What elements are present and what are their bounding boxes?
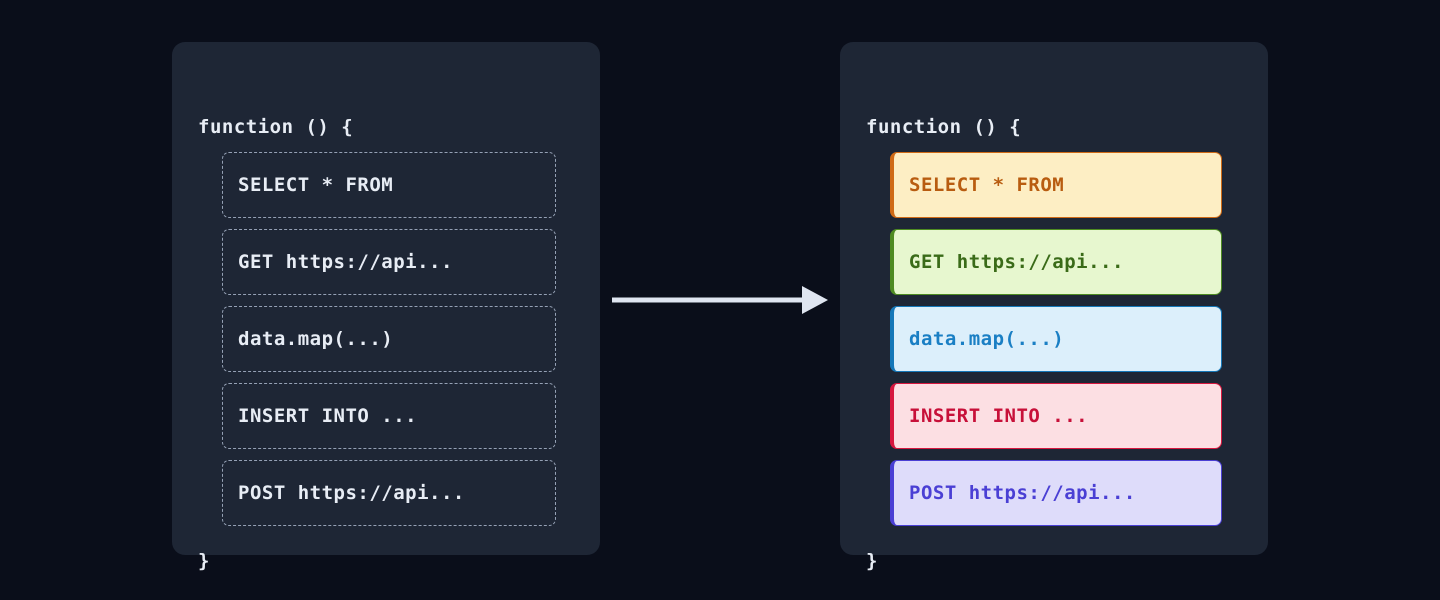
after-panel: function () { SELECT * FROM GET https://… xyxy=(840,42,1268,572)
before-statement-row[interactable]: POST https://api... xyxy=(222,460,556,526)
after-statement-text: SELECT * FROM xyxy=(909,174,1065,196)
after-statement-row[interactable]: POST https://api... xyxy=(890,460,1222,526)
before-statement-list: SELECT * FROM GET https://api... data.ma… xyxy=(222,152,556,537)
after-statement-text: data.map(...) xyxy=(909,328,1065,350)
before-statement-row[interactable]: INSERT INTO ... xyxy=(222,383,556,449)
before-statement-row[interactable]: data.map(...) xyxy=(222,306,556,372)
after-statement-row[interactable]: GET https://api... xyxy=(890,229,1222,295)
before-statement-text: POST https://api... xyxy=(238,482,465,504)
transform-arrow xyxy=(612,282,828,318)
after-statement-text: POST https://api... xyxy=(909,482,1136,504)
before-function-footer: } xyxy=(198,550,210,572)
after-statement-text: GET https://api... xyxy=(909,251,1124,273)
after-statement-list: SELECT * FROM GET https://api... data.ma… xyxy=(890,152,1222,537)
before-statement-text: GET https://api... xyxy=(238,251,453,273)
before-statement-text: data.map(...) xyxy=(238,328,394,350)
before-statement-row[interactable]: GET https://api... xyxy=(222,229,556,295)
after-statement-row[interactable]: INSERT INTO ... xyxy=(890,383,1222,449)
after-statement-row[interactable]: SELECT * FROM xyxy=(890,152,1222,218)
before-statement-text: SELECT * FROM xyxy=(238,174,394,196)
right-arrow-icon xyxy=(612,286,828,314)
after-function-header: function () { xyxy=(866,116,1022,138)
before-statement-row[interactable]: SELECT * FROM xyxy=(222,152,556,218)
before-function-header: function () { xyxy=(198,116,354,138)
after-function-footer: } xyxy=(866,550,878,572)
before-statement-text: INSERT INTO ... xyxy=(238,405,418,427)
before-panel: function () { SELECT * FROM GET https://… xyxy=(172,42,600,572)
after-statement-row[interactable]: data.map(...) xyxy=(890,306,1222,372)
after-statement-text: INSERT INTO ... xyxy=(909,405,1089,427)
